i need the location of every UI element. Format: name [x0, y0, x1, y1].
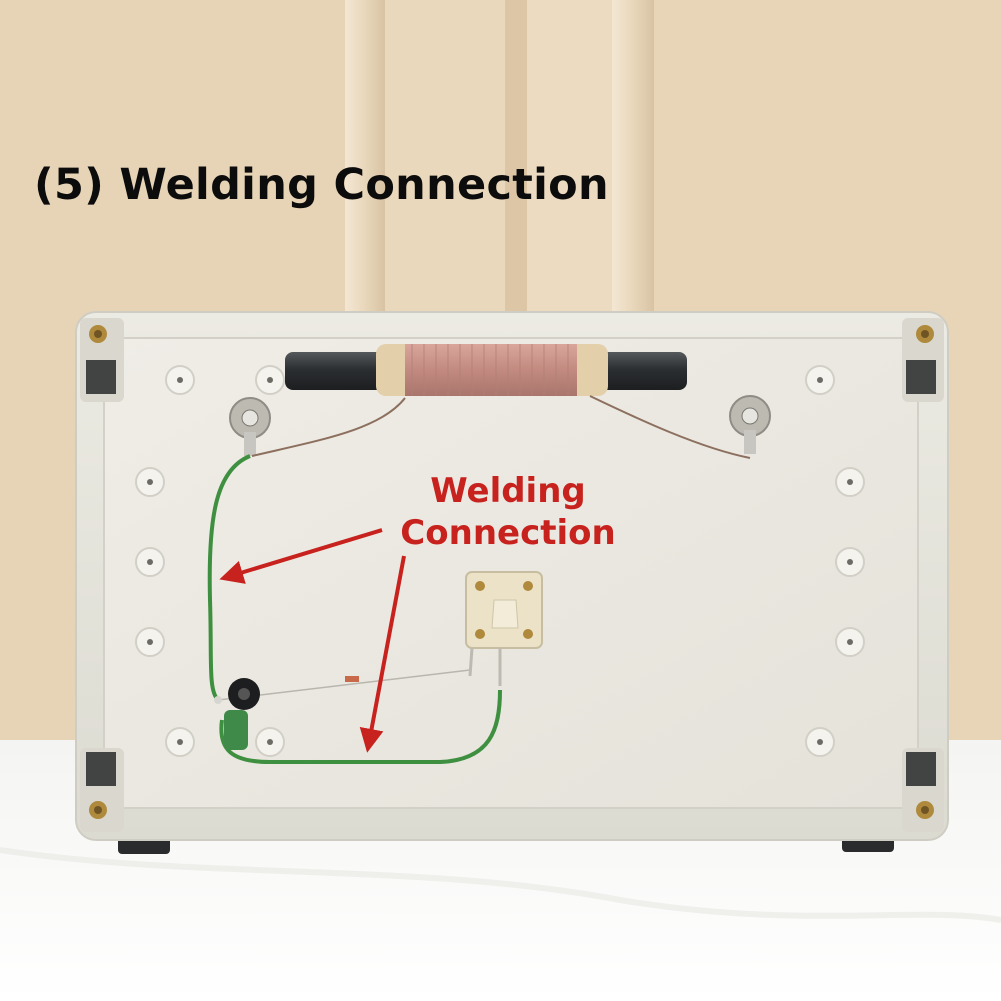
diode-assembly: [214, 669, 471, 750]
terminal-post-left: [229, 397, 271, 456]
callout-line-1: Welding: [430, 471, 586, 511]
green-wire-left: [207, 454, 251, 702]
coil-lead-right: [589, 395, 751, 459]
welding-callout: Welding Connection: [378, 470, 638, 554]
terminal-post-right: [729, 395, 771, 454]
page-title: (5) Welding Connection: [34, 160, 609, 210]
variable-capacitor: [465, 571, 543, 686]
annotation-arrows: [219, 528, 406, 753]
corner-screws: [80, 318, 944, 832]
ferrite-coil: [285, 344, 687, 396]
callout-line-2: Connection: [400, 513, 616, 553]
coil-lead-left: [251, 397, 406, 457]
